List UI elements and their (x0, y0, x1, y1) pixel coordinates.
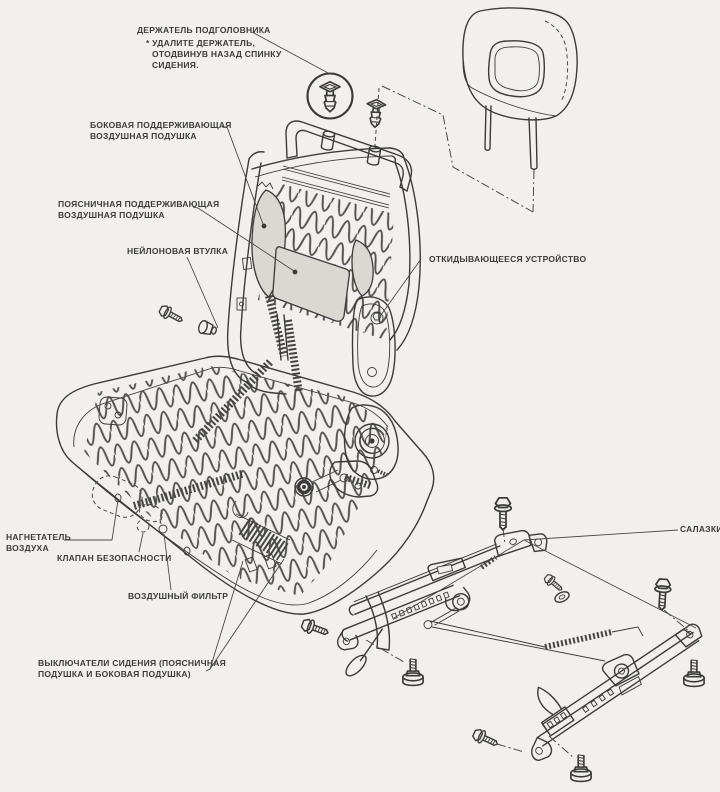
rail-upper-channel (348, 545, 504, 616)
cushion-rear-bracket (98, 396, 128, 426)
rail-bolt-2 (653, 577, 673, 612)
nylon-bushing (197, 319, 218, 336)
rail-rear-foot (531, 736, 553, 761)
headrest-window (487, 40, 546, 98)
flange-bolt-1 (402, 658, 424, 687)
seat-rail-left (336, 529, 548, 677)
rail-release-handle (359, 628, 384, 662)
back-frame-left-outer (226, 158, 250, 383)
recliner-bolt (370, 311, 384, 325)
nylon-bushing-part (156, 302, 218, 336)
cushion-wire-coil (191, 359, 273, 445)
seat-back-frame (226, 120, 421, 490)
headrest (462, 7, 578, 170)
recliner-mechanism (343, 296, 399, 490)
callout-air-filter: ВОЗДУШНЫЙ ФИЛЬТР (128, 591, 229, 601)
seat-switch-pack (231, 513, 291, 573)
callout-recliner: ОТКИДЫВАЮЩЕЕСЯ УСТРОЙСТВО (429, 254, 587, 264)
recliner-cover (351, 296, 396, 397)
rail-bolt-1 (493, 497, 513, 531)
headrest-mount-tube (285, 120, 413, 192)
callout-leader-lines (64, 31, 697, 672)
air-blower-hidden-outline (91, 475, 164, 523)
latch-screw (542, 572, 566, 595)
cushion-front-leg (365, 591, 391, 651)
rail-front-foot (336, 628, 359, 651)
callout-air-blower-1: НАГНЕТАТЕЛЬ (6, 532, 71, 542)
back-pivot-strut (276, 313, 289, 361)
back-frame-top-edge (251, 147, 391, 170)
rail-tension-spring (544, 629, 613, 650)
callout-seat-switches-2: ПОДУШКА И БОКОВАЯ ПОДУШКА) (38, 669, 191, 679)
callout-lumbar-airbag-2: ВОЗДУШНАЯ ПОДУШКА (58, 210, 165, 220)
callout-nylon-bushing: НЕЙЛОНОВАЯ ВТУЛКА (127, 246, 229, 256)
callout-lumbar-airbag-1: ПОЯСНИЧНАЯ ПОДДЕРЖИВАЮЩАЯ (58, 199, 220, 209)
back-center-coil (284, 319, 303, 394)
flange-bolt-2 (683, 659, 705, 688)
rail-anchor-bracket (601, 653, 640, 687)
rail-linkage (429, 620, 644, 662)
rail-front-plate (674, 623, 703, 648)
headrest-seam (544, 20, 569, 103)
callout-headrest-holder-note3: СИДЕНИЯ. (152, 60, 199, 70)
callout-headrest-holder-note1: * УДАЛИТЕ ДЕРЖАТЕЛЬ, (146, 38, 256, 48)
cushion-spring-mat (84, 366, 388, 596)
lumbar-support-air-pad (272, 246, 351, 322)
side-support-air-pad-right (351, 239, 374, 297)
rail-pivot (452, 592, 470, 611)
callout-headrest-holder-note2: ОТОДВИНУВ НАЗАД СПИНКУ (152, 49, 282, 59)
recliner-coil (343, 473, 373, 490)
callout-air-blower-2: ВОЗДУХА (6, 543, 49, 553)
seat-cushion-frame (55, 355, 435, 651)
headrest-post-right (528, 117, 538, 170)
rail-screw-front-right (470, 726, 501, 751)
flange-bolt-3 (570, 754, 592, 783)
callout-headrest-holder: ДЕРЖАТЕЛЬ ПОДГОЛОВНИКА (137, 25, 271, 35)
back-cross-wires (281, 165, 391, 209)
latch-washer (554, 591, 570, 603)
safety-valve-opening (136, 519, 150, 533)
seat-rail-right (531, 623, 703, 761)
rail-screw-front-left (299, 616, 332, 641)
callout-safety-valve: КЛАПАН БЕЗОПАСНОСТИ (57, 553, 172, 563)
recliner-spiral-spring (354, 423, 390, 459)
projection-line (381, 85, 534, 213)
callout-rails: САЛАЗКИ (680, 524, 720, 534)
callout-seat-switches-1: ВЫКЛЮЧАТЕЛИ СИДЕНИЯ (ПОЯСНИЧНАЯ (38, 658, 226, 668)
callout-side-airbag-2: ВОЗДУШНАЯ ПОДУШКА (90, 131, 197, 141)
headrest-holder-clip-2 (364, 98, 387, 129)
cushion-pan-outline (55, 355, 435, 615)
bushing-bolt (156, 302, 186, 327)
back-frame-right-outer (396, 157, 421, 351)
headrest-post-left (484, 105, 492, 151)
handle-grip (345, 654, 367, 677)
rail-horn-guide (537, 686, 563, 716)
callout-side-airbag-1: БОКОВАЯ ПОДДЕРЖИВАЮЩАЯ (90, 120, 232, 130)
headrest-body (462, 7, 578, 121)
air-filter-opening (158, 524, 168, 534)
front-hook (232, 500, 249, 519)
